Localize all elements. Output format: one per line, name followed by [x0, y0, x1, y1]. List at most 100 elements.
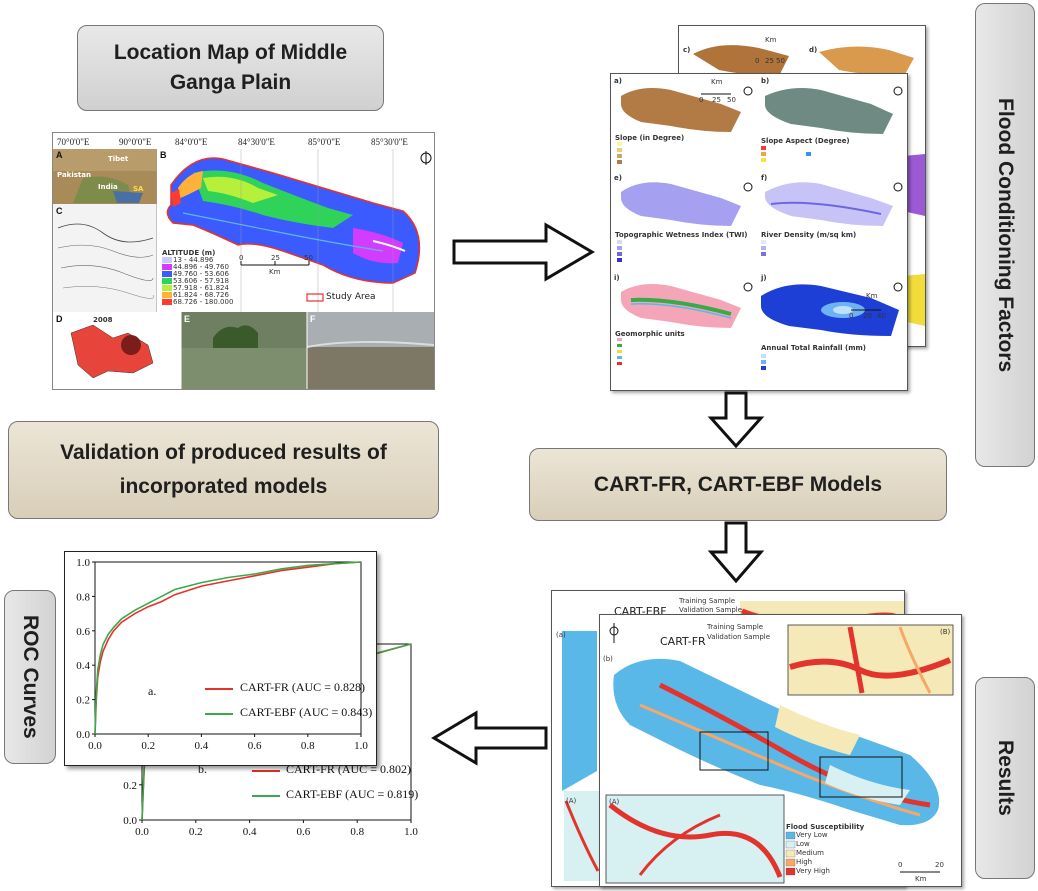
susceptibility-class-label-0: Very Low — [796, 831, 828, 839]
factor-scale-a-50: 50 — [727, 96, 736, 104]
factor-maps-back-svg — [693, 45, 925, 326]
coord-top-5: 85°0'0"E — [308, 137, 341, 147]
susceptibility-swatch-0 — [785, 831, 796, 840]
coord-top-1: 70°0'0"E — [57, 137, 90, 147]
factor-panel-i: i) — [614, 274, 620, 282]
roc-curves-label: ROC Curves — [4, 590, 56, 764]
factor-scale-j-km: Km — [866, 292, 878, 300]
susceptibility-class-label-2: Medium — [796, 849, 824, 857]
location-map-title-text: Location Map of Middle Ganga Plain — [113, 41, 348, 94]
coord-top-3: 84°0'0"E — [175, 137, 208, 147]
roc-plot-frame — [94, 561, 362, 735]
validation-title-text: Validation of produced results of incorp… — [60, 441, 387, 498]
arrow-down-to-models — [707, 391, 765, 449]
roc-x-tick-label-5: 1.0 — [404, 826, 418, 838]
roc-x-tick-label-3: 0.6 — [297, 826, 311, 838]
roc-y-tick-label-5: 1.0 — [76, 557, 90, 569]
roc-a-legend-fr: CART-FR (AUC = 0.828) — [240, 680, 365, 694]
legend-title-slope: Slope (in Degree) — [615, 134, 685, 142]
factor-maps-front-svg — [617, 86, 903, 370]
panel-b-letter: B — [160, 150, 167, 160]
altitude-title: ALTITUDE (m) — [162, 249, 216, 257]
factor-scale-c-25: 25 — [765, 57, 774, 65]
scale-tick-0: 0 — [239, 254, 244, 262]
result-map-front-svg — [600, 615, 961, 886]
roc-x-tick-label-0: 0.0 — [135, 826, 149, 838]
susceptibility-swatch-3 — [785, 858, 796, 867]
legend-title-river-density: River Density (m/sq km) — [761, 231, 857, 239]
altitude-class-label-0: 13 - 44.896 — [173, 256, 214, 264]
altitude-swatch-4 — [162, 285, 172, 291]
factor-panel-d: d) — [809, 46, 818, 54]
scale-unit: Km — [269, 268, 281, 276]
results-text: Results — [994, 740, 1017, 816]
legend-title-twi: Topographic Wetness Index (TWI) — [615, 231, 748, 239]
legend-title-geomorphic: Geomorphic units — [615, 330, 685, 338]
place-sa: SA — [133, 185, 144, 193]
panel-e-letter: E — [184, 314, 191, 324]
models-title-text: CART-FR, CART-EBF Models — [593, 472, 883, 496]
back-panel-a: (a) — [556, 631, 566, 639]
panel-a-letter: A — [56, 150, 63, 160]
factor-panel-a: a) — [614, 77, 622, 85]
front-validation-sample: Validation Sample — [707, 633, 771, 641]
altitude-legend — [162, 257, 172, 305]
factor-panel-e: e) — [614, 174, 622, 182]
roc-y-tick-label-1: 0.2 — [76, 695, 90, 707]
results-label: Results — [975, 677, 1035, 879]
roc-x-tick-label-4: 0.8 — [301, 740, 315, 752]
factor-scale-j-20: 20 — [863, 312, 872, 320]
panel-d-letter: D — [56, 314, 63, 324]
factor-scale-c-50: 50 — [776, 57, 785, 65]
back-panel-A: (A) — [566, 797, 577, 805]
altitude-swatch-3 — [162, 278, 172, 284]
factor-panel-b: b) — [761, 77, 770, 85]
coord-top-6: 85°30'0"E — [371, 137, 408, 147]
roc-y-tick-label-2: 0.4 — [76, 660, 90, 672]
altitude-swatch-0 — [162, 257, 172, 263]
altitude-swatch-2 — [162, 271, 172, 277]
roc-a-panel-label: a. — [148, 684, 157, 698]
altitude-class-label-2: 49.760 - 53.606 — [173, 270, 229, 278]
susceptibility-class-label-4: Very High — [796, 867, 830, 875]
altitude-swatch-6 — [162, 299, 172, 305]
altitude-swatch-1 — [162, 264, 172, 270]
back-validation-sample: Validation Sample — [679, 606, 743, 614]
result-scale-km: Km — [915, 875, 927, 883]
front-panel-B: (B) — [940, 628, 951, 636]
result-map-front-title: CART-FR — [660, 635, 706, 648]
validation-title: Validation of produced results of incorp… — [8, 421, 439, 519]
roc-x-tick-label-5: 1.0 — [354, 740, 368, 752]
back-training-sample: Training Sample — [679, 597, 736, 605]
arrow-left-to-roc — [431, 710, 548, 766]
location-map-title: Location Map of Middle Ganga Plain — [77, 25, 384, 111]
factor-scale-a-0: 0 — [699, 96, 704, 104]
factor-scale-j-40: 40 — [877, 312, 886, 320]
scale-tick-50: 50 — [304, 254, 313, 262]
factor-scale-j-0: 0 — [849, 312, 854, 320]
factor-scale-a-25: 25 — [712, 96, 721, 104]
scale-tick-25: 25 — [271, 254, 280, 262]
roc-x-tick-label-1: 0.2 — [189, 826, 203, 838]
location-map-figure: 70°0'0"E 90°0'0"E 84°0'0"E 84°30'0"E 85°… — [52, 132, 435, 390]
coord-top-4: 84°30'0"E — [238, 137, 275, 147]
location-map-svg — [53, 149, 434, 389]
roc-a-legend-ebf: CART-EBF (AUC = 0.843) — [240, 705, 373, 719]
place-tibet: Tibet — [108, 155, 129, 163]
susceptibility-class-label-1: Low — [796, 840, 810, 848]
factor-panel-j: j) — [761, 274, 767, 282]
altitude-class-label-4: 57.918 - 61.824 — [173, 284, 229, 292]
roc-series-1 — [94, 561, 362, 735]
legend-title-rainfall: Annual Total Rainfall (mm) — [761, 344, 866, 352]
front-training-sample: Training Sample — [707, 623, 764, 631]
result-scale-20: 20 — [935, 861, 944, 869]
roc-y-tick-label-3: 0.6 — [76, 626, 90, 638]
roc-x-tick-label-2: 0.4 — [195, 740, 209, 752]
front-panel-A: (A) — [609, 798, 620, 806]
altitude-class-label-5: 61.824 - 68.726 — [173, 291, 229, 299]
roc-x-tick-label-2: 0.4 — [243, 826, 257, 838]
study-area-label: Study Area — [326, 292, 376, 302]
result-map-front: CART-FR Training Sample Validation Sampl… — [599, 614, 962, 887]
